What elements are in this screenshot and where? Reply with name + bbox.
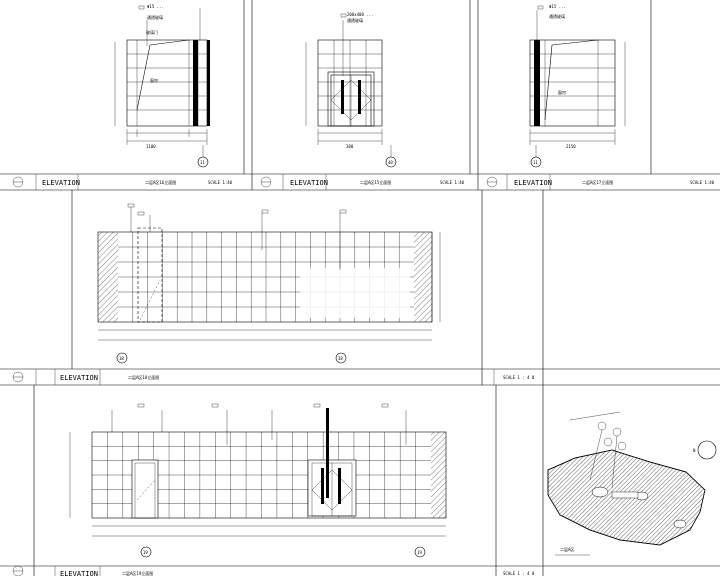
title-4-scale: SCALE 1 : 4 0 [503, 375, 535, 380]
e3-note-b: 通透玻璃 [549, 13, 565, 19]
title-5-scale: SCALE 1 : 4 0 [503, 571, 535, 576]
elevation-18: 18 38 [97, 203, 441, 364]
title-2-elevation: ELEVATION [290, 179, 328, 187]
e2-note-b: 通透玻璃 [347, 17, 363, 23]
e1-note-b: 通透玻璃 [147, 14, 163, 20]
title-3-name: 二层A区17立面图 [582, 179, 613, 185]
title-3-elevation: ELEVATION [514, 179, 552, 187]
svg-text:窗帘: 窗帘 [150, 77, 158, 83]
e4-marker-left: 18 [119, 356, 124, 361]
title-1-elevation: ELEVATION [42, 179, 80, 187]
e5-marker-left: 19 [143, 550, 148, 555]
title-5-name: 二层A区19立面图 [122, 570, 153, 576]
elevation-17: 窗帘 2150 Φ15 ... 通透玻璃 11 [529, 4, 626, 168]
svg-text:窗帘: 窗帘 [558, 89, 566, 95]
e4-marker-right: 38 [338, 356, 343, 361]
title-2-name: 二层A区15立面图 [360, 179, 391, 185]
svg-text:玻璃门: 玻璃门 [146, 29, 158, 35]
e2-marker: 40 [388, 160, 393, 165]
e2-note-a: 200x400 ... [347, 12, 374, 17]
elevation-15: 380 200x400 ... 通透玻璃 40 [305, 12, 397, 168]
elevation-16: 窗帘 1100 Φ15 ... 通透玻璃 玻璃门 11 [114, 4, 210, 168]
title-row-1: ELEVATION 二层A区16立面图 SCALE 1:40 ELEVATION… [12, 174, 715, 190]
elevation-19: 19 19 [69, 403, 447, 558]
title-4-name: 二层A区18立面图 [128, 374, 159, 380]
title-5-elevation: ELEVATION [60, 570, 98, 576]
svg-text:380: 380 [346, 144, 354, 149]
e1-marker: 11 [200, 160, 205, 165]
title-row-2: ELEVATION 二层A区18立面图 SCALE 1 : 4 0 [12, 369, 535, 385]
title-4-elevation: ELEVATION [60, 374, 98, 382]
title-2-scale: SCALE 1:40 [440, 180, 465, 185]
svg-text:1100: 1100 [146, 144, 156, 149]
title-row-3: ELEVATION 二层A区19立面图 SCALE 1 : 4 0 [12, 565, 535, 576]
north-label: N [693, 448, 696, 453]
e1-note-a: Φ15 ... [147, 4, 164, 9]
title-1-name: 二层A区16立面图 [145, 179, 176, 185]
title-3-scale: SCALE 1:40 [690, 180, 715, 185]
title-1-scale: SCALE 1:40 [208, 180, 233, 185]
e3-note-a: Φ15 ... [549, 4, 566, 9]
key-plan: N 二层A区 [547, 411, 717, 556]
e3-marker: 11 [533, 160, 538, 165]
e5-marker-right: 19 [417, 550, 422, 555]
key-plan-label: 二层A区 [560, 546, 574, 552]
svg-text:2150: 2150 [566, 144, 576, 149]
